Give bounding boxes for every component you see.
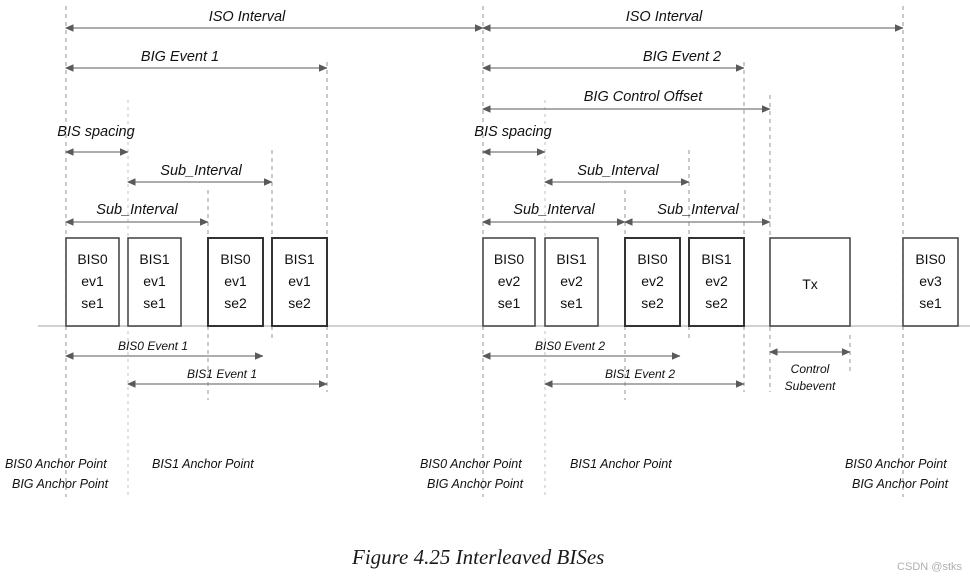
big-event-1-measure: BIG Event 1 [65,49,328,72]
big-control-offset-label: BIG Control Offset [584,89,703,105]
subevent-text-line-1: BIS0 [915,251,946,267]
sub-interval-left-upper-label: Sub_Interval [160,163,242,179]
big-event-2-label: BIG Event 2 [643,49,721,65]
control-subevent-label-line2: Subevent [785,379,836,393]
subevent-text-line-2: ev1 [224,273,247,289]
subevent-text-line-1: BIS1 [556,251,587,267]
subevent-box-bis1-ev1-se1: BIS1 ev1 se1 [127,237,182,327]
big-event-1-label: BIG Event 1 [141,49,219,65]
subevent-text-line-2: ev2 [641,273,664,289]
subevent-text-line-1: BIS0 [77,251,108,267]
subevent-box-tx: Tx [769,237,851,327]
sub-interval-right-lower-a-label: Sub_Interval [513,202,595,218]
subevent-box-bis1-ev2-se2: BIS1 ev2 se2 [688,237,745,327]
big-control-offset-measure: BIG Control Offset [482,89,771,113]
anchor-labels-right: BIS0 Anchor Point BIG Anchor Point [845,457,949,491]
subevent-text-line-2: ev2 [498,273,521,289]
subevent-text-line-2: ev3 [919,273,942,289]
subevent-text-line-3: se2 [224,295,247,311]
subevent-text-line-2: ev1 [143,273,166,289]
sub-interval-right-upper-measure: Sub_Interval [544,163,690,186]
bis-spacing-right-label: BIS spacing [474,124,551,140]
subevent-box-bis0-ev1-se2: BIS0 ev1 se2 [207,237,264,327]
sub-interval-left-upper-measure: Sub_Interval [127,163,273,186]
subevent-rect [902,237,959,327]
bis1-event-1-label: BIS1 Event 1 [187,367,257,381]
sub-interval-left-lower-label: Sub_Interval [96,202,178,218]
anchor-labels-mid: BIS0 Anchor Point BIG Anchor Point BIS1 … [420,457,672,491]
subevent-boxes: BIS0 ev1 se1 BIS1 ev1 se1 BIS0 ev1 se2 BIS1 ev1 se2… [65,237,959,327]
subevent-rect [624,237,681,327]
subevent-rect [127,237,182,327]
bis-spacing-right-measure: BIS spacing [474,124,552,156]
bis1-event-1-measure: BIS1 Event 1 [127,367,328,388]
subevent-rect [769,237,851,327]
anchor-left-big: BIG Anchor Point [12,477,109,491]
bis0-event-2-label: BIS0 Event 2 [535,339,605,353]
anchor-right-big: BIG Anchor Point [852,477,949,491]
subevent-text-line-3: se1 [560,295,583,311]
subevent-text-line-3: se1 [81,295,104,311]
subevent-text-line-2: ev2 [705,273,728,289]
subevent-box-bis0-ev2-se2: BIS0 ev2 se2 [624,237,681,327]
bis-spacing-left-label: BIS spacing [57,124,134,140]
subevent-text-line-3: se1 [919,295,942,311]
subevent-rect [482,237,536,327]
subevent-box-bis0-ev1-se1: BIS0 ev1 se1 [65,237,120,327]
subevent-rect [688,237,745,327]
sub-interval-right-lower-b-label: Sub_Interval [657,202,739,218]
subevent-box-bis1-ev1-se2: BIS1 ev1 se2 [271,237,328,327]
subevent-box-bis0-ev2-se1: BIS0 ev2 se1 [482,237,536,327]
subevent-text-line-3: se2 [705,295,728,311]
subevent-text-line-1: BIS0 [220,251,251,267]
anchor-left-bis1: BIS1 Anchor Point [152,457,254,471]
subevent-rect [271,237,328,327]
anchor-mid-bis1: BIS1 Anchor Point [570,457,672,471]
iso-interval-2-label: ISO Interval [626,9,703,25]
iso-interval-1-measure: ISO Interval [65,9,484,32]
anchor-left-bis0: BIS0 Anchor Point [5,457,107,471]
iso-interval-1-label: ISO Interval [209,9,286,25]
anchor-right-bis0: BIS0 Anchor Point [845,457,947,471]
anchor-mid-big: BIG Anchor Point [427,477,524,491]
sub-interval-left-lower-measure: Sub_Interval [65,202,209,226]
subevent-text-line-1: Tx [802,276,818,292]
bis1-event-2-measure: BIS1 Event 2 [544,367,745,388]
bis-spacing-left-measure: BIS spacing [57,124,135,156]
bis0-event-2-measure: BIS0 Event 2 [482,339,681,360]
subevent-box-bis1-ev2-se1: BIS1 ev2 se1 [544,237,599,327]
anchor-mid-bis0: BIS0 Anchor Point [420,457,522,471]
subevent-box-bis0-ev3-se1: BIS0 ev3 se1 [902,237,959,327]
subevent-text-line-2: ev1 [81,273,104,289]
subevent-text-line-3: se1 [498,295,521,311]
subevent-text-line-3: se1 [143,295,166,311]
subevent-text-line-1: BIS0 [494,251,525,267]
subevent-text-line-1: BIS0 [637,251,668,267]
bis1-event-2-label: BIS1 Event 2 [605,367,675,381]
figure-caption: Figure 4.25 Interleaved BISes [351,545,604,569]
big-event-2-measure: BIG Event 2 [482,49,745,72]
sub-interval-right-lower-b-measure: Sub_Interval [624,202,771,226]
bis0-event-1-measure: BIS0 Event 1 [65,339,264,360]
control-subevent-measure: Control Subevent [769,348,851,393]
sub-interval-right-upper-label: Sub_Interval [577,163,659,179]
subevent-rect [65,237,120,327]
iso-interval-2-measure: ISO Interval [482,9,904,32]
subevent-text-line-2: ev1 [288,273,311,289]
control-subevent-label-line1: Control [791,362,830,376]
subevent-text-line-1: BIS1 [139,251,170,267]
subevent-text-line-3: se2 [288,295,311,311]
sub-interval-right-lower-a-measure: Sub_Interval [482,202,626,226]
subevent-rect [207,237,264,327]
anchor-labels-left: BIS0 Anchor Point BIG Anchor Point BIS1 … [5,457,254,491]
subevent-rect [544,237,599,327]
subevent-text-line-2: ev2 [560,273,583,289]
bis0-event-1-label: BIS0 Event 1 [118,339,188,353]
subevent-text-line-3: se2 [641,295,664,311]
watermark-label: CSDN @stks [897,561,962,573]
subevent-text-line-1: BIS1 [701,251,732,267]
subevent-text-line-1: BIS1 [284,251,315,267]
